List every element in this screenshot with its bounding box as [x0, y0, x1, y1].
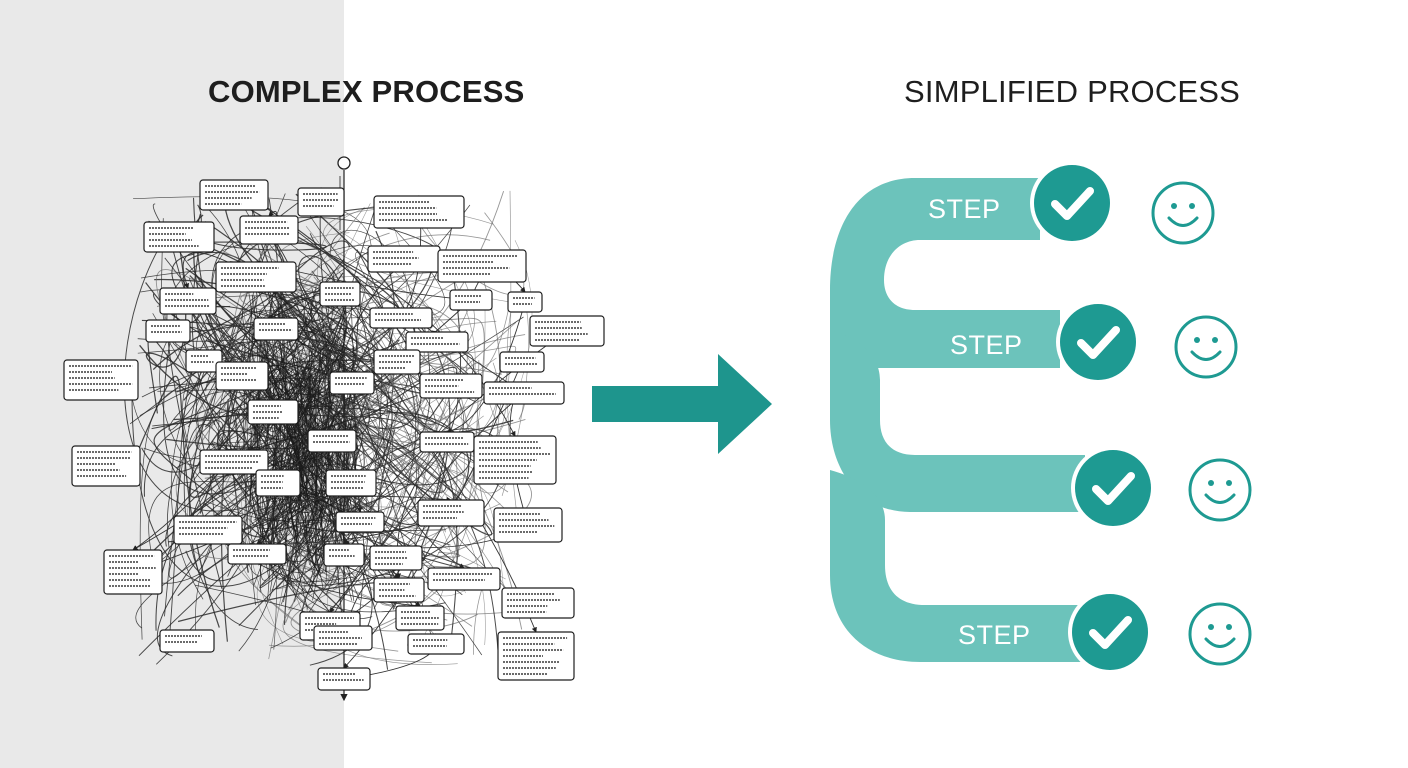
process-box: [185, 349, 223, 373]
process-box: [493, 507, 563, 543]
process-box: [427, 567, 501, 591]
check-icon: [1056, 300, 1140, 384]
ribbon-segment-2: [830, 330, 1085, 512]
process-box: [199, 449, 269, 475]
process-box: [159, 287, 217, 315]
process-box: [501, 587, 575, 619]
process-box: [215, 261, 297, 293]
ribbon-segment-3: [830, 470, 1090, 662]
check-icon: [1071, 446, 1155, 530]
process-box: [329, 371, 375, 395]
complex-process-title: COMPLEX PROCESS: [208, 74, 525, 109]
step-2-label: STEP: [950, 330, 1023, 360]
process-box: [239, 215, 299, 245]
process-box: [313, 625, 373, 651]
process-boxes: [63, 179, 605, 691]
process-box: [215, 361, 269, 391]
process-box: [173, 515, 243, 545]
process-box: [369, 307, 433, 329]
process-box: [253, 317, 299, 341]
process-box: [373, 349, 421, 375]
process-box: [255, 469, 301, 497]
process-box: [483, 381, 565, 405]
process-box: [473, 435, 557, 485]
process-box: [373, 195, 465, 229]
smiley-icon: [1188, 602, 1252, 666]
process-box: [199, 179, 269, 211]
process-box: [159, 629, 215, 653]
process-box: [373, 577, 425, 603]
process-box: [71, 445, 141, 487]
process-box: [497, 631, 575, 681]
process-box: [335, 511, 385, 533]
process-box: [307, 429, 357, 453]
process-box: [417, 499, 485, 527]
process-box: [499, 351, 545, 373]
ribbon-segment-1: [830, 178, 1060, 368]
smiley-icon: [1174, 315, 1238, 379]
check-icon: [1030, 161, 1114, 245]
process-box: [323, 543, 365, 567]
process-box: [297, 187, 345, 217]
process-box: [103, 549, 163, 595]
smiley-icon: [1151, 181, 1215, 245]
step-1-label: STEP: [928, 194, 1001, 224]
process-box: [145, 319, 191, 343]
process-box: [319, 281, 361, 307]
process-box: [369, 545, 423, 571]
check-icon: [1068, 590, 1152, 674]
process-box: [449, 289, 493, 311]
start-node: [337, 156, 351, 170]
step-ribbon: [830, 178, 1090, 662]
process-box: [395, 605, 445, 631]
simplified-process-title: SIMPLIFIED PROCESS: [904, 74, 1241, 109]
process-box: [405, 331, 469, 353]
arrow-right-icon: [592, 354, 772, 454]
process-box: [317, 667, 371, 691]
process-box: [529, 315, 605, 347]
process-box: [419, 373, 483, 399]
process-box: [143, 221, 215, 253]
step-4-label: STEP: [958, 620, 1031, 650]
process-box: [325, 469, 377, 497]
process-box: [407, 633, 465, 655]
process-box: [507, 291, 543, 313]
process-box: [437, 249, 527, 283]
process-box: [227, 543, 287, 565]
smiley-icon: [1188, 458, 1252, 522]
process-box: [63, 359, 139, 401]
process-box: [247, 399, 299, 425]
